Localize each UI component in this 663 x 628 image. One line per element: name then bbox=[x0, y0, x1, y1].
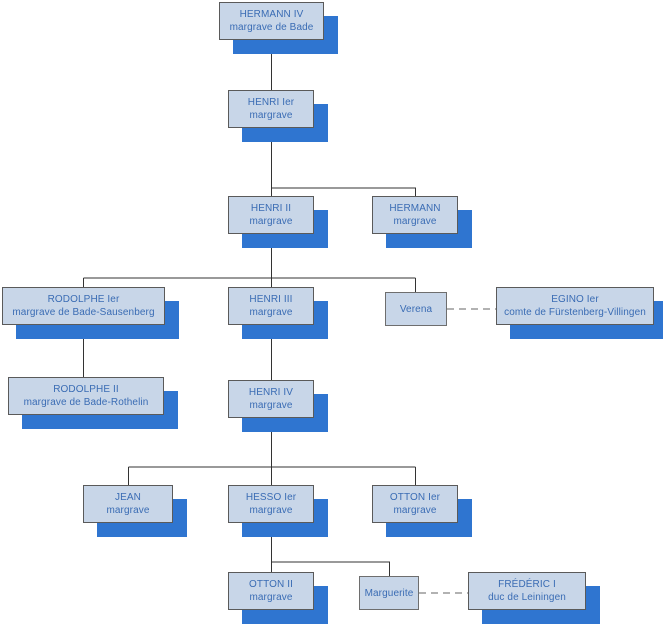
node-secondary-label: margrave bbox=[249, 307, 293, 318]
node-secondary-label: margrave bbox=[249, 592, 293, 603]
node-verena[interactable]: Verena bbox=[385, 292, 447, 326]
node-secondary-label: margrave de Bade-Sausenberg bbox=[12, 307, 155, 318]
node-hesso1[interactable]: HESSO Ier margrave bbox=[228, 485, 314, 523]
node-secondary-label: margrave bbox=[106, 505, 150, 516]
node-secondary-label: margrave bbox=[249, 110, 293, 121]
node-primary-label: HENRI II bbox=[250, 203, 292, 214]
node-primary-label: HESSO Ier bbox=[245, 492, 297, 503]
edge-hesso1-bus bbox=[271, 561, 391, 576]
node-jean[interactable]: JEAN margrave bbox=[83, 485, 173, 523]
node-hermann[interactable]: HERMANN margrave bbox=[372, 196, 458, 234]
node-secondary-label: margrave bbox=[393, 505, 437, 516]
node-primary-label: Verena bbox=[399, 303, 433, 315]
node-primary-label: HENRI III bbox=[249, 294, 293, 305]
node-primary-label: RODOLPHE II bbox=[53, 384, 119, 395]
node-secondary-label: duc de Leiningen bbox=[488, 592, 566, 603]
node-primary-label: Marguerite bbox=[364, 587, 414, 599]
node-otton2[interactable]: OTTON II margrave bbox=[228, 572, 314, 610]
node-henri1[interactable]: HENRI Ier margrave bbox=[228, 90, 314, 128]
node-marguerite[interactable]: Marguerite bbox=[359, 576, 419, 610]
node-secondary-label: margrave de Bade-Rothelin bbox=[23, 397, 149, 408]
node-secondary-label: comte de Fürstenberg-Villingen bbox=[504, 307, 646, 318]
node-secondary-label: margrave bbox=[249, 216, 293, 227]
node-hermann4[interactable]: HERMANN IV margrave de Bade bbox=[219, 2, 324, 40]
node-rodolphe2[interactable]: RODOLPHE II margrave de Bade-Rothelin bbox=[8, 377, 164, 415]
node-henri2[interactable]: HENRI II margrave bbox=[228, 196, 314, 234]
node-primary-label: JEAN bbox=[115, 492, 141, 503]
node-henri3[interactable]: HENRI III margrave bbox=[228, 287, 314, 325]
edge-henri1-bus bbox=[271, 187, 417, 196]
node-primary-label: OTTON Ier bbox=[389, 492, 441, 503]
node-primary-label: RODOLPHE Ier bbox=[47, 294, 120, 305]
node-secondary-label: margrave bbox=[249, 505, 293, 516]
node-primary-label: FRÉDÉRIC I bbox=[498, 579, 556, 590]
node-henri4[interactable]: HENRI IV margrave bbox=[228, 380, 314, 418]
node-rodolphe1[interactable]: RODOLPHE Ier margrave de Bade-Sausenberg bbox=[2, 287, 165, 325]
node-frederic1[interactable]: FRÉDÉRIC I duc de Leiningen bbox=[468, 572, 586, 610]
node-secondary-label: margrave de Bade bbox=[229, 22, 314, 33]
node-primary-label: OTTON II bbox=[249, 579, 293, 590]
node-primary-label: EGINO Ier bbox=[551, 294, 599, 305]
node-primary-label: HERMANN IV bbox=[239, 9, 304, 20]
node-primary-label: HENRI Ier bbox=[247, 97, 295, 108]
node-egino1[interactable]: EGINO Ier comte de Fürstenberg-Villingen bbox=[496, 287, 654, 325]
node-primary-label: HENRI IV bbox=[248, 387, 294, 398]
node-secondary-label: margrave bbox=[393, 216, 437, 227]
node-otton1[interactable]: OTTON Ier margrave bbox=[372, 485, 458, 523]
node-secondary-label: margrave bbox=[249, 400, 293, 411]
node-primary-label: HERMANN bbox=[389, 203, 441, 214]
